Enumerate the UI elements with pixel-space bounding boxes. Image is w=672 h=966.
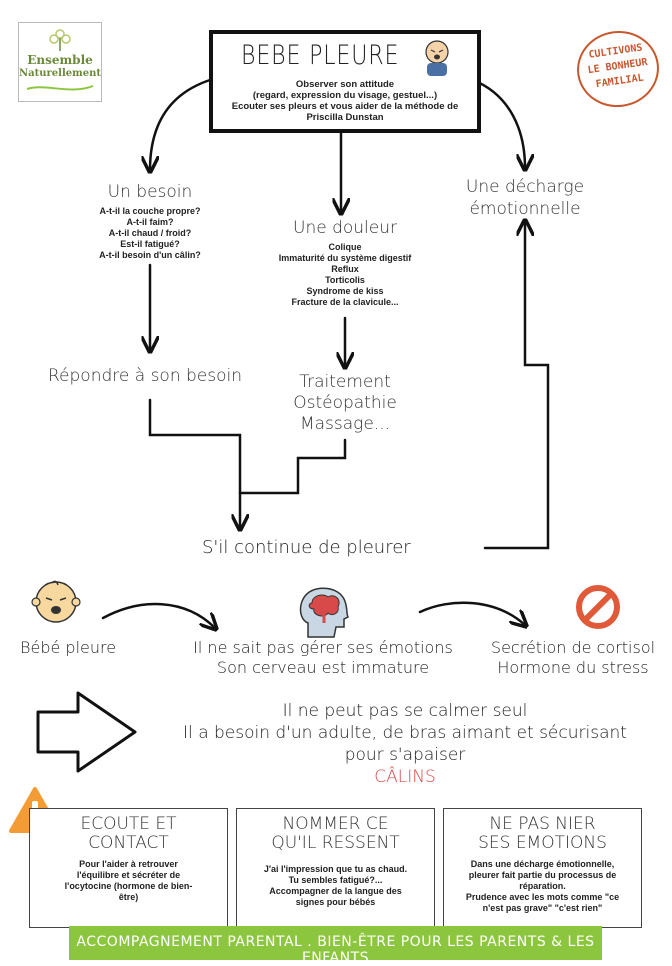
box-ne-pas-nier: NE PAS NIER SES EMOTIONS Dans une déchar…	[443, 808, 642, 928]
line-repondre-continue	[148, 398, 240, 528]
title-sub-3: Ecouter ses pleurs et vous aider de la m…	[231, 101, 459, 112]
box-nier-body: Dans une décharge émotionnelle,	[470, 859, 615, 869]
box-nier-body: n'est pas grave" "c'est rien"	[482, 903, 603, 913]
title-sub-4: Priscilla Dunstan	[306, 112, 384, 123]
ne-sait-block: Il ne sait pas gérer ses émotions Son ce…	[178, 638, 468, 678]
decharge-block: Une décharge émotionnelle	[450, 176, 600, 220]
arrow-continue-decharge	[483, 222, 550, 550]
page-title: BEBE PLEURE	[241, 40, 400, 71]
douleur-item: Torticolis	[325, 275, 365, 285]
traitement-line-3: Massage...	[299, 414, 391, 434]
box-ecoute-title-2: CONTACT	[88, 833, 169, 853]
logo-swoosh	[26, 85, 94, 91]
box-nier-body: réparation.	[519, 881, 566, 891]
arrow-nesait-cortisol	[418, 601, 525, 625]
decharge-line-1: Une décharge	[465, 177, 585, 197]
box-nier-body: Prudence avec les mots comme "ce	[465, 892, 620, 902]
box-nommer-title-2: QU'IL RESSENT	[271, 833, 400, 853]
bebe-pleure-text: Bébé pleure	[20, 638, 117, 657]
cortisol-line-1: Secrétion de cortisol	[490, 638, 656, 657]
calm-block: Il ne peut pas se calmer seul Il a besoi…	[140, 700, 670, 788]
douleur-item: Reflux	[331, 264, 359, 274]
box-ecoute-body: l'ocytocine (hormone de bien-	[64, 881, 193, 891]
title-box: BEBE PLEURE Observer son attitude (regar…	[209, 30, 481, 133]
calm-line-3: pour s'apaiser	[344, 745, 466, 765]
besoin-title: Un besoin	[107, 182, 193, 202]
douleur-list: Colique Immaturité du système digestif R…	[245, 242, 445, 308]
title-sub-1: Observer son attitude	[295, 79, 395, 90]
box-ecoute-body: Pour l'aider à retrouver	[79, 859, 178, 869]
box-nommer: NOMMER CE QU'IL RESSENT J'ai l'impressio…	[236, 808, 435, 928]
logo-text-2: Naturellement	[19, 68, 101, 79]
besoin-item: A-t-il besoin d'un câlin?	[99, 250, 201, 260]
box-nommer-body: Accompagner de la langue des	[269, 886, 402, 896]
flower-icon	[49, 29, 71, 51]
box-nier-title-2: SES EMOTIONS	[478, 833, 607, 853]
calm-line-2: Il a besoin d'un adulte, de bras aimant …	[183, 723, 627, 743]
calm-line-1: Il ne peut pas se calmer seul	[282, 701, 528, 721]
douleur-item: Fracture de la clavicule...	[291, 297, 399, 307]
douleur-item: Colique	[328, 242, 362, 252]
besoin-item: A-t-il la couche propre?	[99, 206, 201, 216]
besoin-list: A-t-il la couche propre? A-t-il faim? A-…	[70, 206, 230, 261]
arrow-to-decharge	[471, 78, 525, 168]
repondre-text: Répondre à son besoin	[48, 366, 243, 386]
logo-text-1: Ensemble	[27, 53, 93, 67]
douleur-title: Une douleur	[293, 218, 397, 238]
besoin-item: Est-il fatigué?	[120, 239, 180, 249]
title-sub-2: (regard, expression du visage, gestuel..…	[252, 90, 438, 101]
ne-sait-line-2: Son cerveau est immature	[216, 658, 430, 677]
box-ecoute-title-1: ECOUTE ET	[80, 814, 177, 834]
box-nier-title-1: NE PAS NIER	[489, 814, 596, 834]
brand-logo: Ensemble Naturellement	[18, 22, 102, 102]
arrow-bebe-nesait	[101, 602, 215, 628]
besoin-item: A-t-il faim?	[126, 217, 174, 227]
box-nommer-body: J'ai l'impression que tu as chaud.	[263, 864, 408, 874]
box-nommer-body: signes pour bébés	[295, 897, 376, 907]
box-ecoute-body: être)	[118, 892, 139, 902]
box-ecoute: ECOUTE ET CONTACT Pour l'aider à retrouv…	[29, 808, 228, 928]
traitement-block: Traitement Ostéopathie Massage...	[280, 372, 410, 435]
besoin-item: A-t-il chaud / froid?	[108, 228, 192, 238]
big-hollow-arrow	[36, 691, 137, 773]
traitement-line-1: Traitement	[299, 372, 391, 392]
footer-banner: ACCOMPAGNEMENT PARENTAL . BIEN-ÊTRE POUR…	[69, 926, 602, 966]
continue-text: S'il continue de pleurer	[202, 537, 411, 558]
box-nier-body: pleurer fait partie du processus de	[468, 870, 617, 880]
brain-head-icon	[299, 587, 350, 638]
crying-baby-icon	[425, 40, 449, 76]
baby-face-icon	[31, 580, 81, 623]
calins-text: CÂLINS	[374, 767, 436, 787]
ne-sait-line-1: Il ne sait pas gérer ses émotions	[193, 638, 453, 657]
box-ecoute-body: l'équilibre et sécréter de	[76, 870, 181, 880]
arrow-to-besoin	[150, 78, 212, 170]
box-nommer-body: Tu sembles fatigué?...	[288, 875, 383, 885]
decharge-line-2: émotionnelle	[469, 199, 581, 219]
cortisol-line-2: Hormone du stress	[497, 658, 649, 677]
douleur-item: Immaturité du système digestif	[278, 253, 412, 263]
cortisol-block: Secrétion de cortisol Hormone du stress	[478, 638, 668, 678]
forbidden-icon	[576, 585, 620, 629]
douleur-item: Syndrome de kiss	[306, 286, 384, 296]
footer-text: ACCOMPAGNEMENT PARENTAL . BIEN-ÊTRE POUR…	[76, 934, 595, 966]
line-traitement-continue	[238, 438, 347, 495]
box-nommer-title-1: NOMMER CE	[282, 814, 389, 834]
traitement-line-2: Ostéopathie	[293, 393, 397, 413]
